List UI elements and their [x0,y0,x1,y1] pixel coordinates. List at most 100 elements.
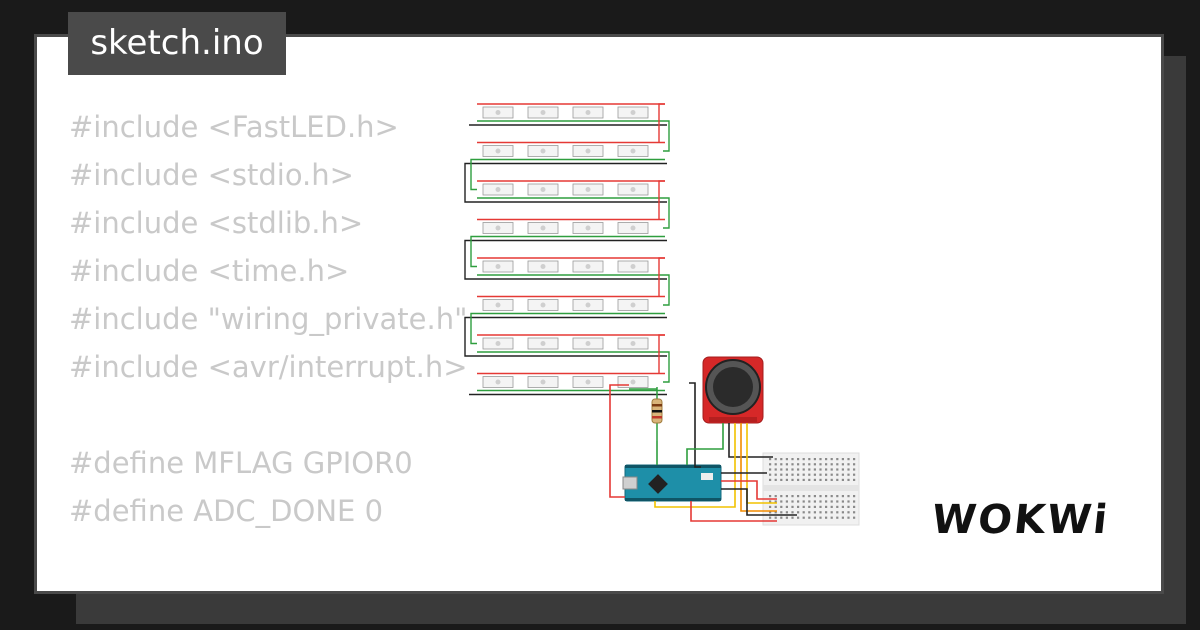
breadboard-hole [836,516,839,519]
breadboard-hole [774,500,777,503]
breadboard-hole [769,473,772,476]
breadboard-hole [853,516,856,519]
breadboard-hole [780,458,783,461]
breadboard-hole [785,500,788,503]
breadboard-hole [830,500,833,503]
breadboard-hole [791,495,794,498]
breadboard-hole [819,511,822,514]
code-line: #define JoyLeftRead [69,583,468,591]
breadboard-hole [841,458,844,461]
breadboard-hole [825,458,828,461]
breadboard-hole [847,463,850,466]
breadboard-hole [825,516,828,519]
breadboard-hole [853,473,856,476]
breadboard-hole [841,463,844,466]
breadboard-hole [830,495,833,498]
breadboard-hole [830,458,833,461]
led-pixel-die [540,225,546,231]
breadboard-hole [853,500,856,503]
breadboard-hole [819,495,822,498]
breadboard-hole [841,468,844,471]
breadboard-hole [802,511,805,514]
wiring [609,382,797,522]
breadboard-hole [785,468,788,471]
breadboard-hole [802,505,805,508]
wire-red [658,180,665,220]
breadboard-hole [769,468,772,471]
breadboard-hole [774,511,777,514]
wire-green [663,351,670,383]
led-pixel-die [630,148,636,154]
wire-black [464,162,469,203]
breadboard-hole [841,505,844,508]
led-pixel-die [495,379,501,385]
led-pixel-die [540,302,546,308]
breadboard-hole [819,500,822,503]
breadboard-hole [791,463,794,466]
breadboard-hole [813,473,816,476]
breadboard-hole [769,505,772,508]
breadboard-hole [780,463,783,466]
led-pixel-die [630,302,636,308]
breadboard-hole [780,468,783,471]
breadboard-hole [797,458,800,461]
led-pixel-die [540,341,546,346]
breadboard-hole [802,516,805,519]
code-line: #include "wiring_private.h" [69,302,468,336]
breadboard-hole [791,473,794,476]
breadboard-hole [819,505,822,508]
led-pixel-die [630,225,636,231]
breadboard-hole [819,478,822,481]
led-pixel-die [495,341,501,346]
wire-green [663,274,670,306]
led-pixel-die [630,341,636,346]
wire-green [663,197,670,229]
breadboard-hole [853,458,856,461]
breadboard-hole [847,500,850,503]
code-preview: #include <FastLED.h> #include <stdio.h> #i… [69,103,468,591]
led-pixel-die [495,110,501,115]
wire-red [658,334,665,374]
breadboard-hole [791,516,794,519]
breadboard-hole [780,478,783,481]
breadboard-hole [836,478,839,481]
led-pixel-die [585,379,591,385]
breadboard-hole [791,458,794,461]
led-pixel-die [585,225,591,231]
resistor [651,387,663,441]
led-pixel-die [495,148,501,154]
breadboard-hole [836,500,839,503]
joystick-module [702,356,764,424]
breadboard-hole [785,463,788,466]
sketch-tab[interactable]: sketch.ino [68,12,286,75]
led-pixel-die [495,225,501,231]
breadboard-hole [802,463,805,466]
breadboard-hole [853,468,856,471]
breadboard-hole [769,458,772,461]
breadboard-hole [853,495,856,498]
breadboard-hole [825,468,828,471]
breadboard-hole [808,478,811,481]
breadboard-hole [797,505,800,508]
breadboard-hole [825,495,828,498]
breadboard-hole [808,468,811,471]
breadboard-hole [813,505,816,508]
led-pixel-die [585,110,591,115]
breadboard-hole [785,458,788,461]
breadboard-hole [847,495,850,498]
breadboard-hole [825,473,828,476]
code-line: #include <stdio.h> [69,158,354,192]
led-pixel-die [585,264,591,269]
breadboard-hole [769,516,772,519]
breadboard-hole [774,468,777,471]
breadboard-hole [797,500,800,503]
breadboard-hole [847,478,850,481]
breadboard-hole [808,458,811,461]
breadboard-hole [825,505,828,508]
breadboard-hole [830,478,833,481]
breadboard-hole [785,495,788,498]
led-pixel-die [585,187,591,192]
code-line: #include <FastLED.h> [69,110,399,144]
led-pixel-die [630,264,636,269]
breadboard-hole [819,458,822,461]
